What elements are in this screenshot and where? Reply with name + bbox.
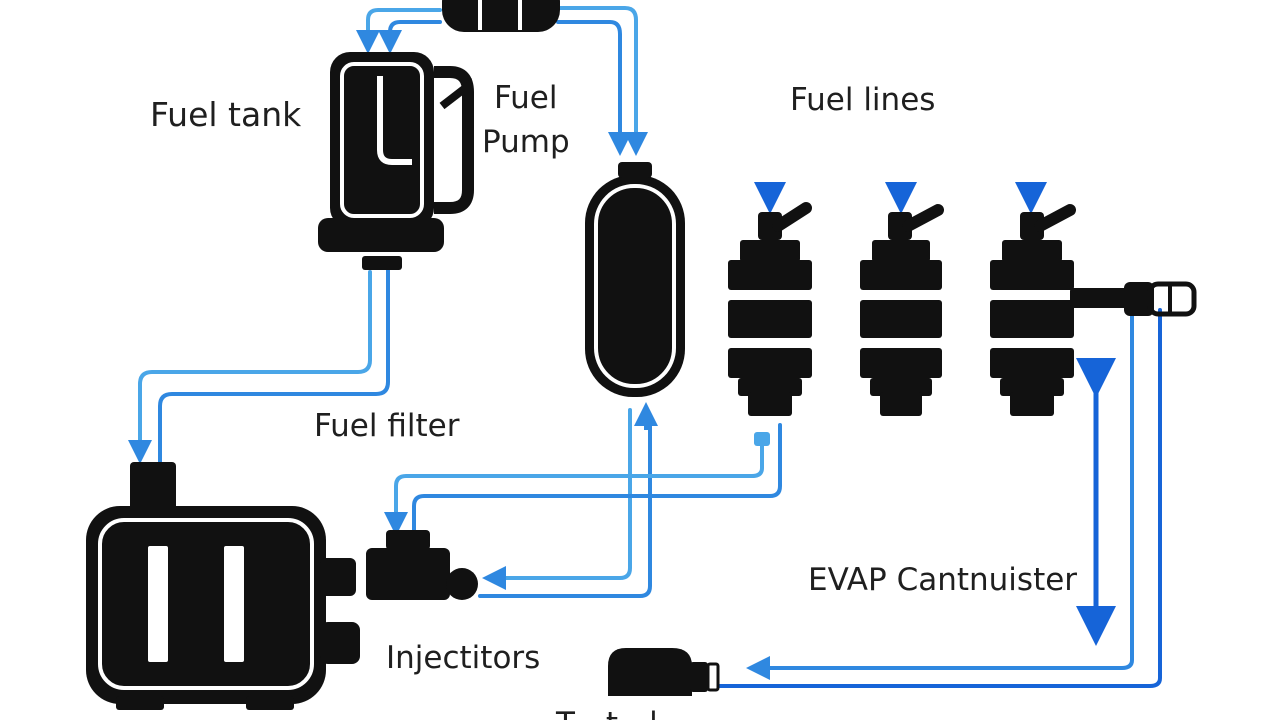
fuel-line-filter-to-regulator-a — [482, 408, 632, 590]
fuel-line-tank-to-canister-a — [128, 270, 372, 464]
label-bottom-cut: T…t…l… — [555, 706, 689, 720]
fuel-line-tank-to-canister-b — [158, 268, 390, 464]
fuel-line-evap-return-b — [718, 308, 1162, 688]
fuel-filter — [585, 162, 685, 397]
label-injectors: Injectitors — [386, 640, 540, 676]
injector-3 — [990, 204, 1197, 416]
label-fuel-pump-line2: Pump — [482, 124, 570, 160]
pressure-regulator — [366, 530, 478, 600]
fuel-line-top-left — [356, 8, 442, 54]
injector-feed-arrows — [754, 182, 1047, 214]
label-evap-canister: EVAP Cantnuister — [808, 562, 1077, 598]
evap-canister — [86, 462, 360, 710]
fuel-line-top-right-inner — [556, 20, 632, 156]
injector-1 — [728, 202, 812, 416]
top-component — [442, 0, 560, 32]
rail-connector — [754, 432, 770, 446]
label-fuel-lines: Fuel lines — [790, 82, 935, 118]
fuel-line-rail-to-regulator-b — [412, 423, 782, 532]
fuel-line-filter-to-regulator-b — [478, 418, 652, 598]
label-fuel-pump-line1: Fuel — [494, 80, 557, 116]
fuel-line-top-right — [556, 6, 648, 156]
fuel-line-evap-return-a — [746, 308, 1134, 680]
fuel-line-network — [128, 6, 1162, 688]
fuel-line-rail-to-regulator-a — [384, 433, 764, 536]
fuel-line-top-left-inner — [378, 20, 442, 54]
bottom-component — [608, 648, 720, 696]
label-fuel-filter: Fuel filter — [314, 408, 460, 444]
fuel-tank — [318, 52, 474, 270]
label-fuel-tank: Fuel tank — [150, 95, 302, 134]
injector-2 — [860, 204, 944, 416]
